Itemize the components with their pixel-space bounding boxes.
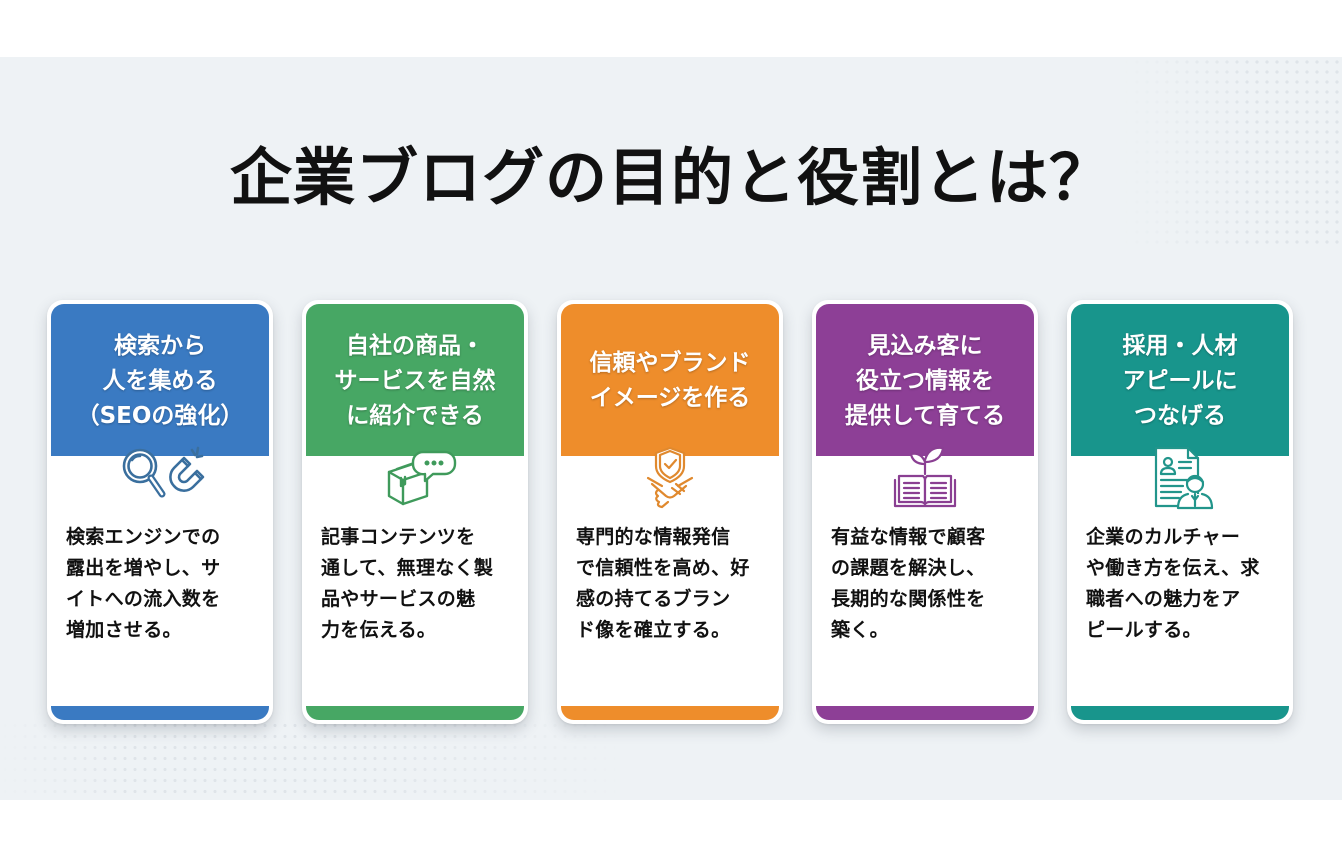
card-accent-bar <box>816 692 1034 720</box>
card-heading: 見込み客に 役立つ情報を 提供して育てる <box>816 304 1034 456</box>
box-chat-icon <box>365 444 465 514</box>
card-description: 検索エンジンでの 露出を増やし、サ イトへの流入数を 増加させる。 <box>66 526 221 641</box>
card-accent-bar <box>1071 692 1289 720</box>
card-heading: 採用・人材 アピールに つなげる <box>1071 304 1289 456</box>
dot-pattern-decoration <box>0 720 620 800</box>
card-heading: 自社の商品・ サービスを自然 に紹介できる <box>306 304 524 456</box>
card-lead-nurturing: 見込み客に 役立つ情報を 提供して育てる 有益な情報で顧客 の課題を解決し、 長… <box>812 300 1038 724</box>
card-accent-bar <box>561 692 779 720</box>
book-sprout-icon <box>875 444 975 514</box>
card-description: 専門的な情報発信 で信頼性を高め、好 感の持てるブラン ド像を確立する。 <box>576 526 750 641</box>
card-heading: 検索から 人を集める （SEOの強化） <box>51 304 269 456</box>
card-product-intro: 自社の商品・ サービスを自然 に紹介できる 記事コンテンツを 通して、無理なく製… <box>302 300 528 724</box>
card-accent-bar <box>306 692 524 720</box>
card-branding: 信頼やブランド イメージを作る 専門的な情報発信 で信頼性を高め、好 感の持てる… <box>557 300 783 724</box>
search-magnet-icon <box>110 444 210 514</box>
shield-handshake-icon <box>620 444 720 514</box>
page-title: 企業ブログの目的と役割とは？ <box>229 141 1112 214</box>
card-seo: 検索から 人を集める （SEOの強化） 検索エンジンでの 露出を増やし、サ イト… <box>47 300 273 724</box>
card-description: 企業のカルチャー や働き方を伝え、求 職者への魅力をア ピールする。 <box>1086 526 1260 641</box>
card-description: 有益な情報で顧客 の課題を解決し、 長期的な関係性を 築く。 <box>831 526 986 641</box>
card-recruiting: 採用・人材 アピールに つなげる 企業のカルチャー や働き方を伝え、求 職者への… <box>1067 300 1293 724</box>
card-accent-bar <box>51 692 269 720</box>
resume-person-icon <box>1130 444 1230 514</box>
dot-pattern-decoration <box>1122 57 1342 247</box>
card-heading: 信頼やブランド イメージを作る <box>561 304 779 456</box>
card-description: 記事コンテンツを 通して、無理なく製 品やサービスの魅 力を伝える。 <box>321 526 494 641</box>
